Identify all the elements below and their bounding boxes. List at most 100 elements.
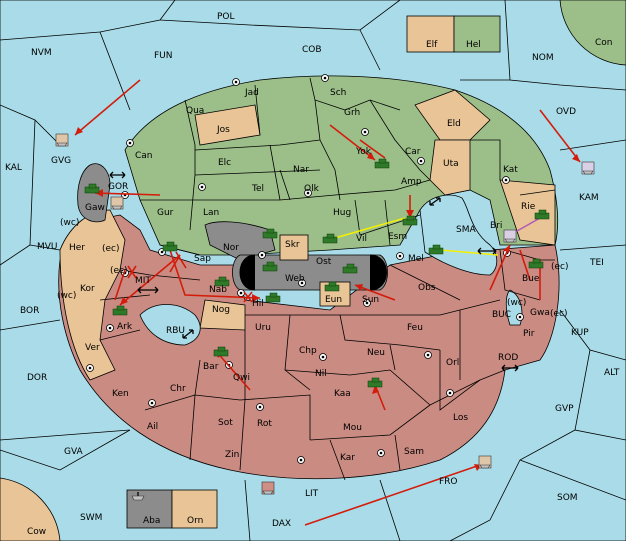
- label-skr: Skr: [285, 240, 300, 250]
- label-gwa: Gwa: [530, 308, 550, 318]
- label-rie: Rie: [521, 202, 536, 212]
- label-jos: Jos: [216, 125, 230, 135]
- label-gva: GVA: [64, 447, 84, 457]
- label-mou: Mou: [343, 423, 362, 433]
- adjacency-markers: [109, 171, 519, 372]
- label-hug: Hug: [333, 208, 351, 218]
- region-web[interactable]: [232, 254, 388, 291]
- label-lan: Lan: [203, 208, 219, 218]
- label-bue: Bue: [522, 274, 540, 284]
- label-cow: Cow: [27, 527, 46, 537]
- label-web: Web: [285, 274, 305, 284]
- label-bor: BOR: [20, 306, 39, 316]
- label-sot: Sot: [218, 418, 233, 428]
- label-gor: GOR: [108, 182, 128, 192]
- label-sma: SMA: [456, 225, 476, 235]
- label-kar: Kar: [340, 453, 355, 463]
- label-buc: BUC: [492, 310, 511, 320]
- region-elf[interactable]: [406, 15, 455, 53]
- label-gvp: GVP: [555, 404, 574, 414]
- fleet-unit: [131, 492, 145, 501]
- label-mel: Mel: [408, 254, 424, 264]
- region-orn[interactable]: [171, 489, 218, 529]
- coast-wc-her: (wc): [60, 218, 79, 228]
- label-ark: Ark: [117, 322, 133, 332]
- coast-ec-gwa: (ec): [550, 309, 568, 319]
- label-zin: Zin: [225, 450, 239, 460]
- label-grh: Grh: [344, 108, 360, 118]
- pill-right: [369, 254, 387, 291]
- army-unit: [367, 377, 383, 388]
- region-uta[interactable]: [429, 139, 471, 196]
- fleet-unit: [503, 229, 517, 243]
- label-jad: Jad: [244, 88, 259, 98]
- label-kat: Kat: [503, 165, 518, 175]
- label-los: Los: [453, 413, 468, 423]
- label-nor: Nor: [223, 243, 239, 253]
- label-her: Her: [69, 243, 85, 253]
- region-hel[interactable]: [453, 15, 501, 53]
- coast-ec-her: (ec): [102, 244, 120, 254]
- label-neu: Neu: [367, 348, 385, 358]
- label-sap: Sap: [194, 254, 211, 264]
- fleet-unit: [55, 133, 69, 147]
- fleet-unit: [581, 161, 595, 175]
- label-sun: Sun: [362, 295, 379, 305]
- label-chr: Chr: [170, 384, 186, 394]
- label-uru: Uru: [255, 323, 271, 333]
- fleet-unit: [261, 481, 275, 495]
- label-yok: Yok: [355, 147, 372, 157]
- label-rod: ROD: [498, 353, 518, 363]
- label-kaa: Kaa: [334, 389, 351, 399]
- label-feu: Feu: [407, 323, 423, 333]
- label-bri: Bri: [490, 221, 502, 231]
- army-unit: [214, 276, 230, 287]
- label-obs: Obs: [418, 283, 436, 293]
- lake-sma: [419, 194, 498, 276]
- label-ken: Ken: [112, 389, 129, 399]
- label-dax: DAX: [272, 519, 291, 529]
- label-hil: Hil: [252, 299, 264, 309]
- army-unit: [162, 241, 178, 252]
- label-kal: KAL: [5, 163, 22, 173]
- label-elc: Elc: [218, 158, 231, 168]
- coast-ec-kor: (ec): [110, 266, 128, 276]
- region-eld[interactable]: [414, 89, 491, 141]
- label-ovd: OVD: [556, 107, 576, 117]
- label-sch: Sch: [330, 88, 346, 98]
- label-cob: COB: [302, 45, 322, 55]
- label-tel: Tel: [251, 184, 264, 194]
- label-eun: Eun: [325, 295, 342, 305]
- army-unit: [84, 183, 100, 194]
- fleet-unit: [478, 455, 492, 469]
- sea-con: [559, 0, 626, 66]
- label-gaw: Gaw: [85, 203, 105, 213]
- pill-left: [239, 254, 256, 291]
- label-con: Con: [595, 38, 613, 48]
- coast-ec-bue: (ec): [551, 262, 569, 272]
- army-unit: [402, 215, 418, 226]
- label-nil: Nil: [315, 369, 327, 379]
- label-qua: Qua: [186, 106, 204, 116]
- label-kor: Kor: [80, 284, 95, 294]
- army-unit: [262, 228, 278, 239]
- army-unit: [342, 263, 358, 274]
- label-pir: Pir: [523, 329, 535, 339]
- label-amp: Amp: [401, 177, 422, 187]
- region-skr[interactable]: [279, 234, 309, 261]
- label-fun: FUN: [154, 51, 173, 61]
- label-chp: Chp: [299, 346, 317, 356]
- army-unit: [528, 258, 544, 269]
- land-borders: [99, 77, 556, 481]
- army-unit: [112, 305, 128, 316]
- fleets: [55, 133, 595, 501]
- label-rbu: RBU: [166, 326, 185, 336]
- label-can: Can: [135, 151, 153, 161]
- label-nvm: NVM: [31, 48, 52, 58]
- label-car: Car: [405, 147, 421, 157]
- label-olk: Olk: [304, 184, 320, 194]
- label-gur: Gur: [157, 208, 174, 218]
- label-fro: FRO: [439, 477, 458, 487]
